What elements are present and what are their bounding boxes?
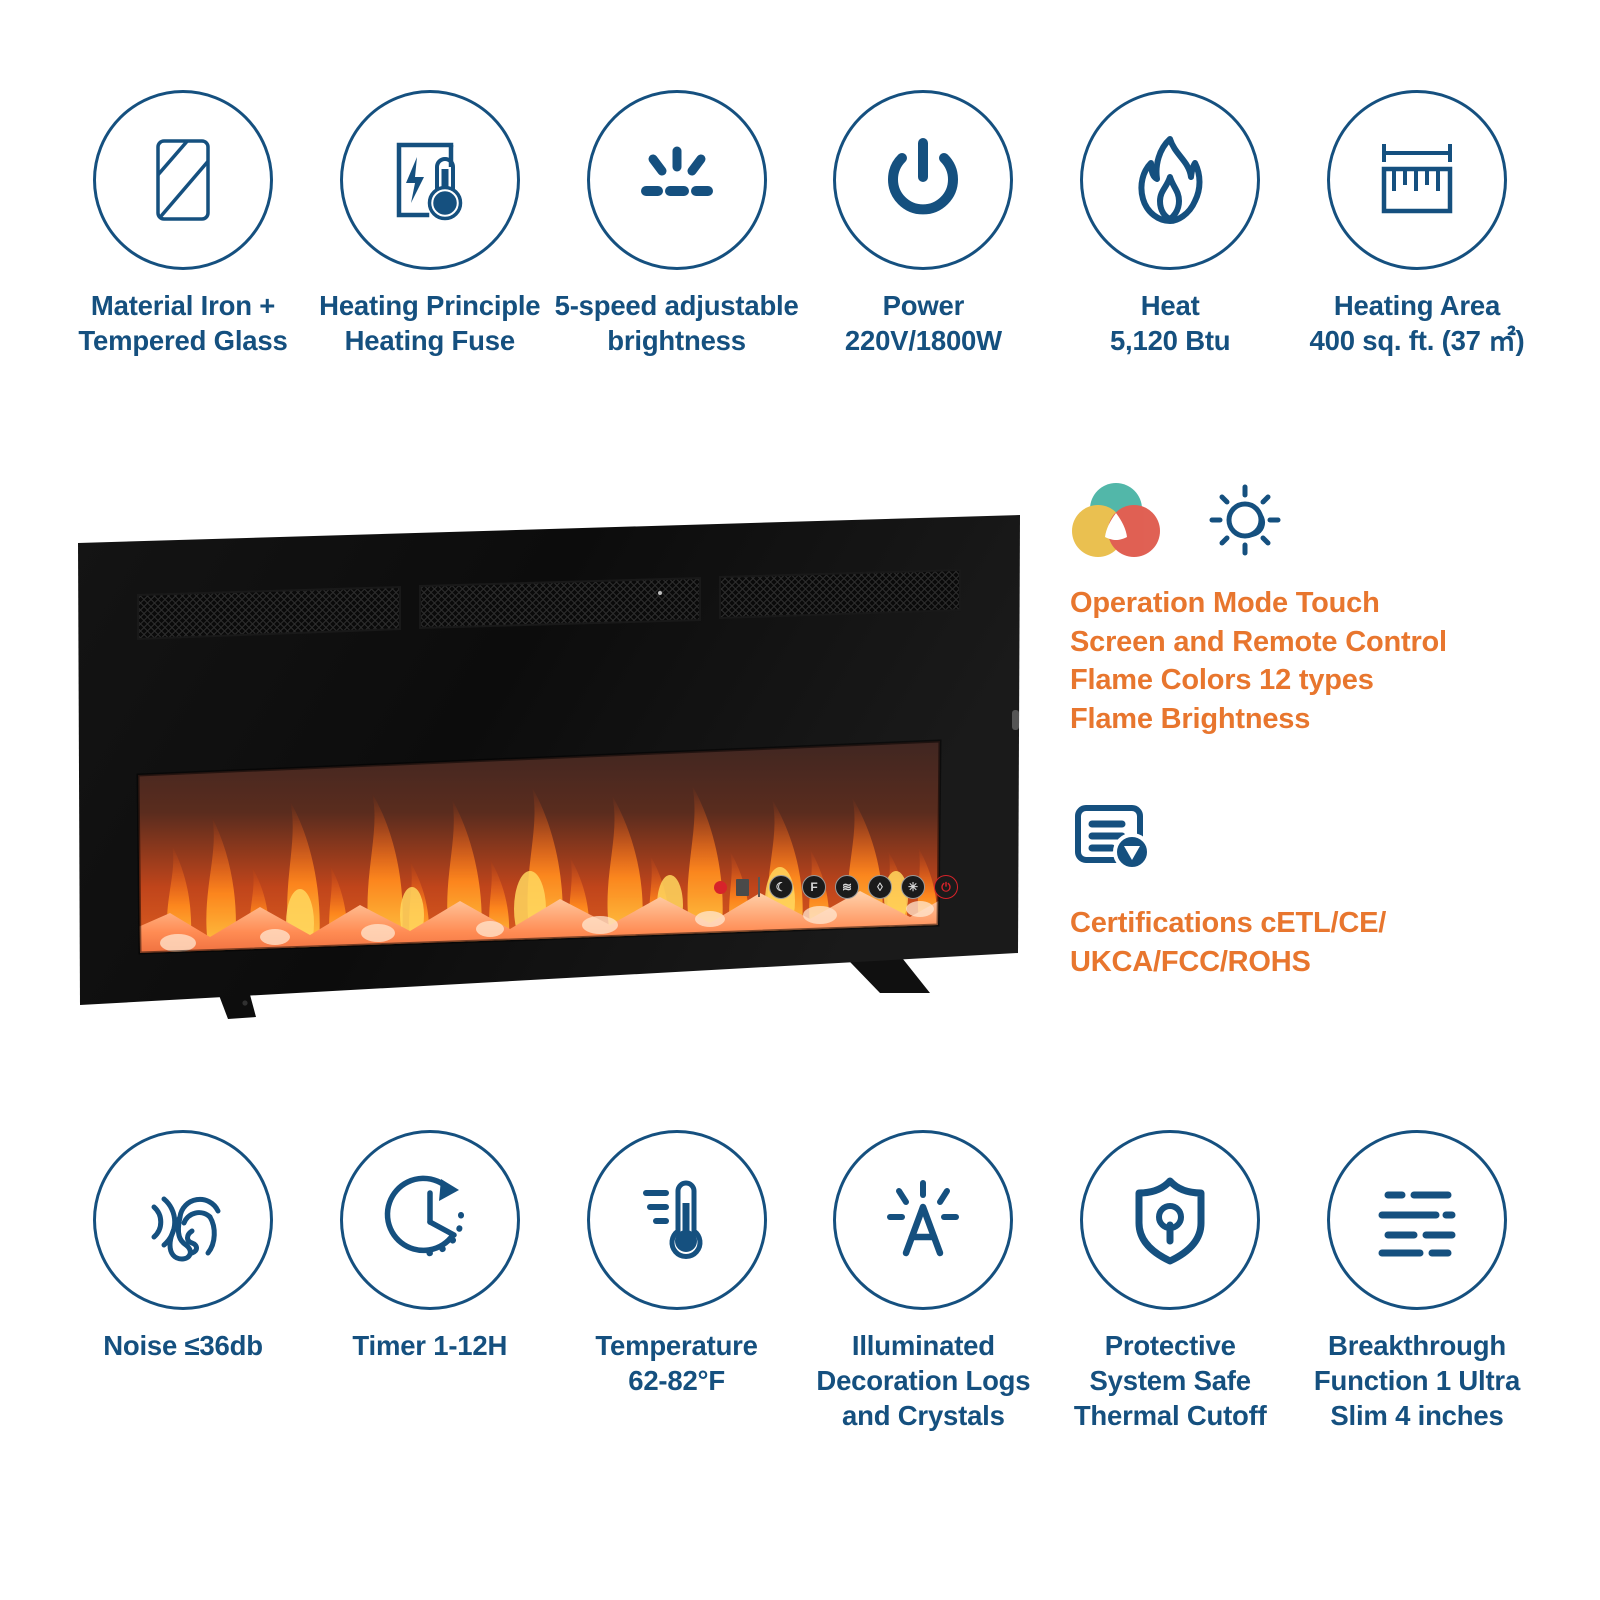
feature-label: Protective System Safe Thermal Cutoff	[1073, 1330, 1267, 1432]
heater-button[interactable]: ≋	[835, 875, 859, 899]
divider	[758, 877, 760, 897]
top-feature-row: Material Iron + Tempered Glass Heating P…	[60, 90, 1540, 358]
feature-heat: Heat 5,120 Btu	[1047, 90, 1293, 358]
ruler-measure-icon	[1326, 90, 1507, 270]
certifications-text: Certifications cETL/CE/ UKCA/FCC/ROHS	[1070, 907, 1387, 978]
vent-mesh	[137, 568, 961, 641]
feature-temperature: Temperature 62-82°F	[554, 1130, 800, 1434]
right-info-column: Operation Mode Touch Screen and Remote C…	[1070, 480, 1540, 981]
feature-label: Illuminated Decoration Logs and Crystals	[816, 1330, 1031, 1432]
fahrenheit-button[interactable]: F	[802, 875, 826, 899]
timer-button[interactable]: ☾	[769, 875, 793, 899]
feature-label: Heating Area 400 sq. ft. (37 ㎡)	[1309, 290, 1525, 357]
heating-fuse-thermometer-icon	[339, 90, 520, 270]
feature-label: Heat 5,120 Btu	[1109, 290, 1231, 357]
feature-slim: Breakthrough Function 1 Ultra Slim 4 inc…	[1294, 1130, 1540, 1434]
feature-label: 5-speed adjustable brightness	[554, 290, 799, 357]
feature-label: Heating Principle Heating Fuse	[319, 290, 541, 357]
feature-power: Power 220V/1800W	[800, 90, 1046, 358]
light-button[interactable]: ✳	[901, 875, 925, 899]
power-icon	[833, 90, 1014, 270]
feature-label: Breakthrough Function 1 Ultra Slim 4 inc…	[1313, 1330, 1521, 1432]
flame-window	[138, 741, 940, 953]
ear-sound-icon	[93, 1130, 273, 1310]
clock-timer-icon	[339, 1130, 520, 1310]
color-venn-icon	[1072, 483, 1160, 557]
feature-label: Timer 1-12H	[352, 1330, 508, 1361]
feature-timer: Timer 1-12H	[307, 1130, 553, 1434]
bottom-feature-row: Noise ≤36db Timer 1-12H	[60, 1130, 1540, 1434]
fireplace-control-panel[interactable]: ☾ F ≋ ◊ ✳ ⏻	[714, 875, 958, 899]
brightness-sun-icon	[1209, 484, 1281, 556]
feature-label: Power 220V/1800W	[844, 290, 1002, 357]
feature-illuminated-logs: Illuminated Decoration Logs and Crystals	[800, 1130, 1046, 1434]
certificate-check-icon	[1075, 805, 1151, 872]
power-button[interactable]: ⏻	[934, 875, 958, 899]
power-indicator-led	[714, 880, 727, 894]
operation-mode-block: Operation Mode Touch Screen and Remote C…	[1070, 480, 1540, 738]
feature-protective-system: Protective System Safe Thermal Cutoff	[1047, 1130, 1293, 1434]
flame-icon	[1080, 90, 1261, 270]
operation-icons	[1070, 480, 1540, 560]
slim-lines-icon	[1326, 1130, 1507, 1310]
fireplace-illustration	[78, 515, 1020, 1019]
product-image-electric-fireplace: ☾ F ≋ ◊ ✳ ⏻	[60, 505, 1050, 1065]
shield-lock-icon	[1080, 1130, 1261, 1310]
feature-material: Material Iron + Tempered Glass	[60, 90, 306, 358]
feature-label: Temperature 62-82°F	[595, 1330, 758, 1397]
illuminated-letter-a-icon	[833, 1130, 1014, 1310]
feature-label: Material Iron + Tempered Glass	[78, 290, 288, 357]
feature-label: Noise ≤36db	[103, 1330, 263, 1361]
feature-brightness: 5-speed adjustable brightness	[554, 90, 800, 358]
brightness-levels-icon	[586, 90, 767, 270]
operation-mode-text: Operation Mode Touch Screen and Remote C…	[1070, 587, 1447, 735]
certification-icons	[1070, 796, 1540, 880]
feature-noise: Noise ≤36db	[60, 1130, 306, 1434]
feature-heating-area: Heating Area 400 sq. ft. (37 ㎡)	[1294, 90, 1540, 358]
tempered-glass-panel-icon	[93, 90, 273, 270]
thermometer-icon	[586, 1130, 767, 1310]
display-screen	[736, 878, 749, 896]
certifications-block: Certifications cETL/CE/ UKCA/FCC/ROHS	[1070, 796, 1540, 981]
feature-heating-principle: Heating Principle Heating Fuse	[307, 90, 553, 358]
flame-button[interactable]: ◊	[868, 875, 892, 899]
